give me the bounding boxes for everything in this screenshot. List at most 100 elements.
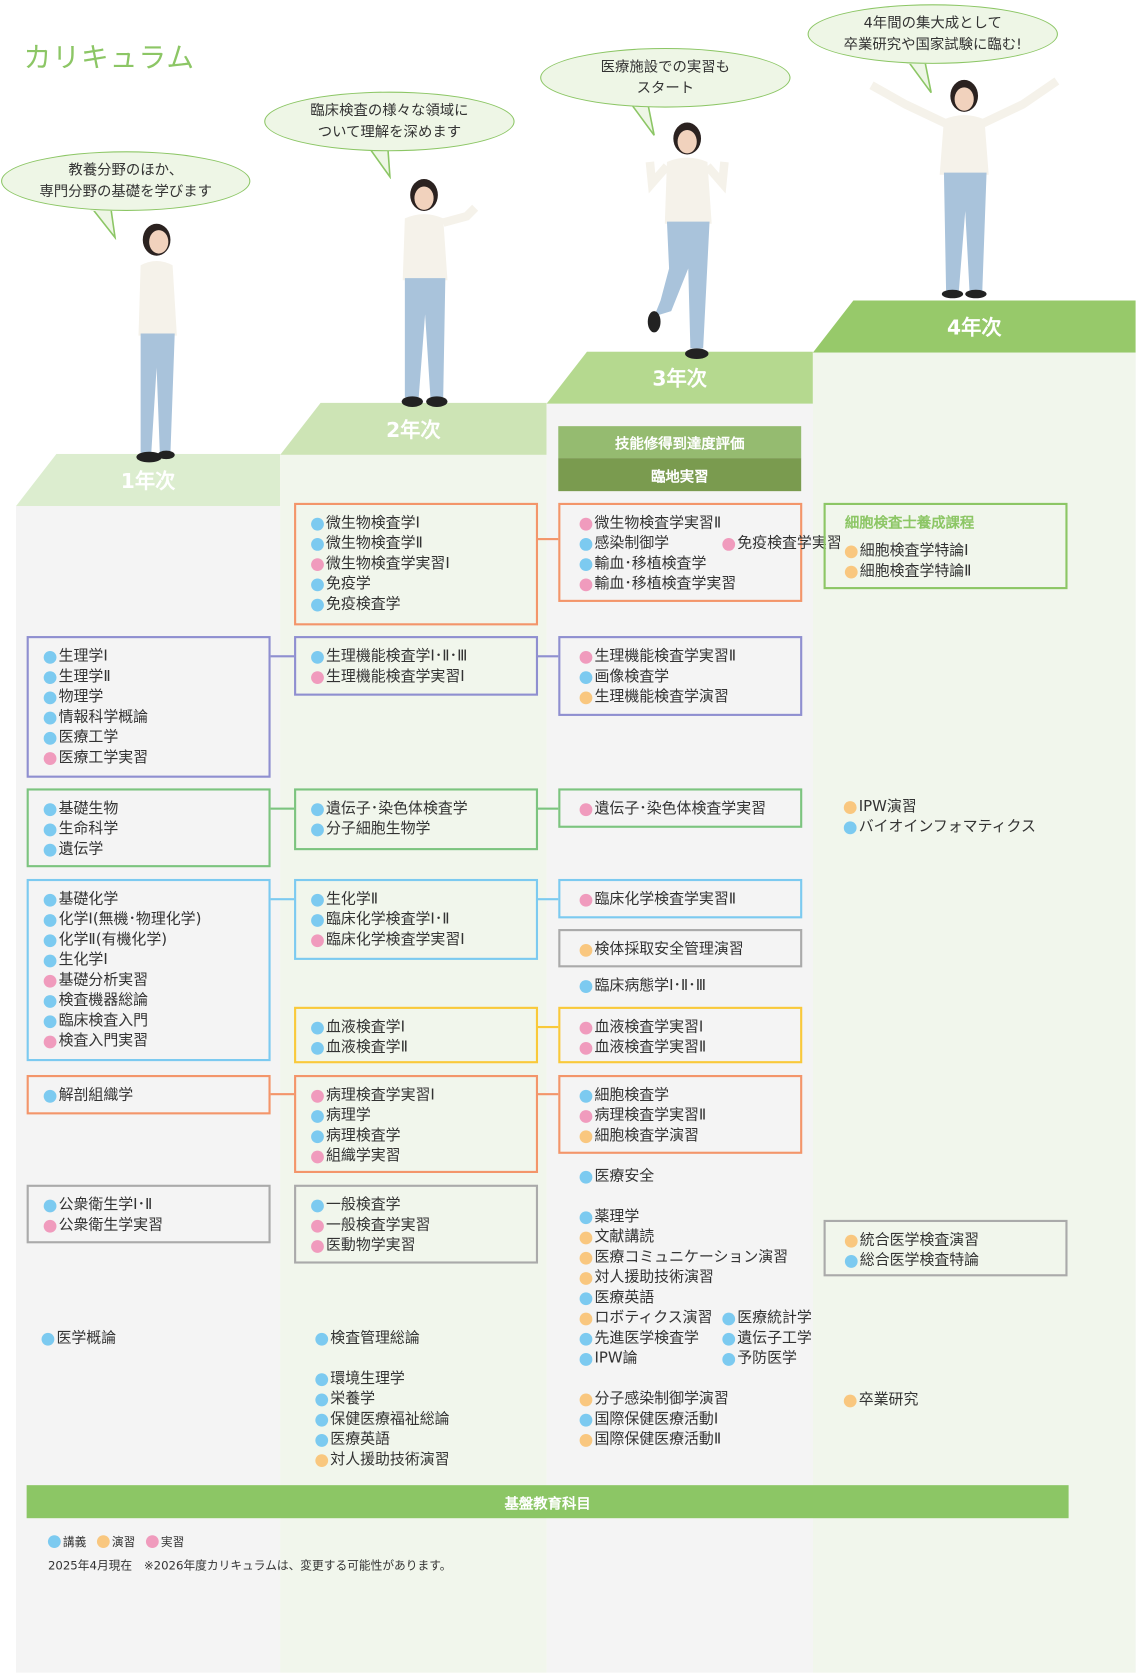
lecture-dot-icon — [41, 1332, 55, 1346]
skill-assessment-bar: 技能修得到達度評価 — [558, 426, 802, 459]
course-item: 情報科学概論 — [43, 707, 269, 727]
course-item: 生化学Ⅰ — [43, 950, 269, 970]
connector-line — [270, 655, 295, 658]
practice-dot-icon — [311, 933, 324, 947]
connector-line — [536, 1025, 559, 1029]
course-item: 臨床化学検査学実習Ⅱ — [579, 890, 801, 910]
lecture-dot-icon — [722, 1312, 736, 1325]
practice-dot-icon — [579, 650, 593, 664]
course-item: 微生物検査学実習Ⅱ — [579, 514, 801, 534]
practice-dot-icon — [722, 537, 736, 551]
course-item: 生理機能検査学Ⅰ･Ⅱ･Ⅲ — [311, 647, 536, 667]
course-item: 生理機能検査学実習Ⅰ — [311, 667, 536, 687]
course-label: 予防医学 — [737, 1349, 797, 1367]
course-item: 講義 — [47, 1533, 86, 1550]
course-label: 検査管理総論 — [330, 1329, 420, 1347]
course-row: IPW論 予防医学 — [579, 1349, 821, 1369]
lecture-dot-icon — [311, 1041, 324, 1055]
lecture-dot-icon — [43, 670, 57, 684]
student-figure-year4 — [869, 77, 1060, 299]
course-item: 解剖組織学 — [43, 1086, 269, 1106]
course-item: 生理学Ⅱ — [43, 667, 269, 687]
lecture-dot-icon — [315, 1413, 329, 1427]
course-item: 分子細胞生物学 — [311, 819, 536, 839]
exercise-dot-icon — [844, 1234, 858, 1248]
course-label: 物理学 — [58, 688, 104, 706]
course-item: 臨床病態学Ⅰ･Ⅱ･Ⅲ — [579, 976, 706, 996]
course-label: 基礎化学 — [58, 890, 119, 908]
course-label: 免疫検査学 — [326, 595, 401, 613]
lecture-dot-icon — [43, 711, 57, 724]
course-item: 病理検査学実習Ⅱ — [579, 1106, 801, 1126]
course-label: 組織学実習 — [326, 1147, 401, 1165]
course-label: 検体採取安全管理演習 — [594, 940, 744, 958]
lecture-dot-icon — [43, 933, 57, 947]
practice-dot-icon — [43, 1035, 57, 1048]
course-item: 医療工学 — [43, 728, 269, 748]
course-label: 環境生理学 — [330, 1370, 405, 1388]
lecture-dot-icon — [43, 843, 57, 857]
lecture-dot-icon — [843, 820, 857, 834]
course-label: 生理機能検査学演習 — [594, 688, 729, 706]
course-label: 国際保健医療活動Ⅰ — [594, 1410, 719, 1428]
year4-label: 4年次 — [947, 316, 1002, 340]
course-label: IPW論 — [594, 1349, 638, 1367]
course-label: 生命科学 — [58, 820, 119, 838]
course-item: 卒業研究 — [843, 1390, 918, 1410]
connector-line — [536, 655, 559, 658]
course-item: 微生物検査学実習Ⅰ — [311, 554, 536, 574]
course-item: 免疫学 — [311, 574, 536, 594]
course-box-biology-y3: 遺伝子･染色体検査学実習 — [558, 788, 803, 828]
practice-dot-icon — [579, 1021, 593, 1034]
course-label: 生理機能検査学Ⅰ･Ⅱ･Ⅲ — [326, 647, 468, 665]
course-item: 組織学実習 — [311, 1146, 536, 1166]
course-item: 遺伝子･染色体検査学実習 — [579, 799, 801, 819]
exercise-dot-icon — [844, 565, 858, 578]
course-label: 保健医療福祉総論 — [330, 1410, 450, 1428]
practice-dot-icon — [311, 1219, 324, 1233]
course-label: 微生物検査学実習Ⅰ — [326, 555, 450, 573]
course-item: 免疫検査学 — [311, 594, 536, 614]
lecture-dot-icon — [311, 1109, 324, 1123]
course-item: 微生物検査学Ⅱ — [311, 534, 536, 554]
lecture-dot-icon — [43, 893, 57, 907]
practice-dot-icon — [579, 802, 593, 816]
course-list-misc-y3: 薬理学文献講読医療コミュニケーション演習対人援助技術演習医療英語ロボティクス演習… — [579, 1207, 821, 1369]
lecture-dot-icon — [315, 1433, 329, 1447]
year3-column — [546, 402, 813, 1673]
legend: 講義演習実習 — [47, 1533, 185, 1550]
course-label: 公衆衛生学実習 — [58, 1216, 164, 1234]
course-item: 公衆衛生学Ⅰ･Ⅱ — [43, 1195, 269, 1215]
exercise-dot-icon — [579, 943, 593, 957]
course-item: 血液検査学実習Ⅰ — [579, 1017, 801, 1037]
course-list-intro-y1: 医学概論 — [41, 1329, 117, 1349]
course-item: 基礎分析実習 — [43, 971, 269, 991]
course-label: 臨床化学検査学実習Ⅰ — [326, 931, 465, 949]
course-label: 統合医学検査演習 — [859, 1231, 980, 1249]
lecture-dot-icon — [43, 690, 57, 704]
course-label: 医動物学実習 — [326, 1236, 416, 1254]
course-item: 検体採取安全管理演習 — [579, 940, 801, 960]
course-item: 細胞検査学 — [579, 1086, 801, 1106]
course-item: 医療安全 — [579, 1167, 654, 1187]
practice-dot-icon — [43, 1219, 57, 1233]
course-label: 実習 — [160, 1535, 185, 1550]
course-label: バイオインフォマティクス — [858, 818, 1036, 836]
course-box-chemistry-y3: 臨床化学検査学実習Ⅱ — [558, 878, 803, 919]
lecture-dot-icon — [579, 1089, 593, 1103]
lecture-dot-icon — [579, 1352, 593, 1366]
course-item: ロボティクス演習 — [579, 1308, 714, 1328]
practice-dot-icon — [43, 974, 57, 988]
course-row: 感染制御学免疫検査学実習 — [579, 534, 842, 554]
course-item: 検査機器総論 — [43, 991, 269, 1011]
course-label: 臨床検査入門 — [58, 1012, 149, 1030]
course-item: 遺伝子･染色体検査学 — [311, 799, 536, 819]
bubble-tail — [367, 147, 391, 179]
course-item: 基礎生物 — [43, 799, 269, 819]
exercise-dot-icon — [96, 1535, 110, 1549]
connector-line — [270, 898, 295, 901]
lecture-dot-icon — [43, 954, 57, 967]
exercise-dot-icon — [579, 1251, 593, 1265]
